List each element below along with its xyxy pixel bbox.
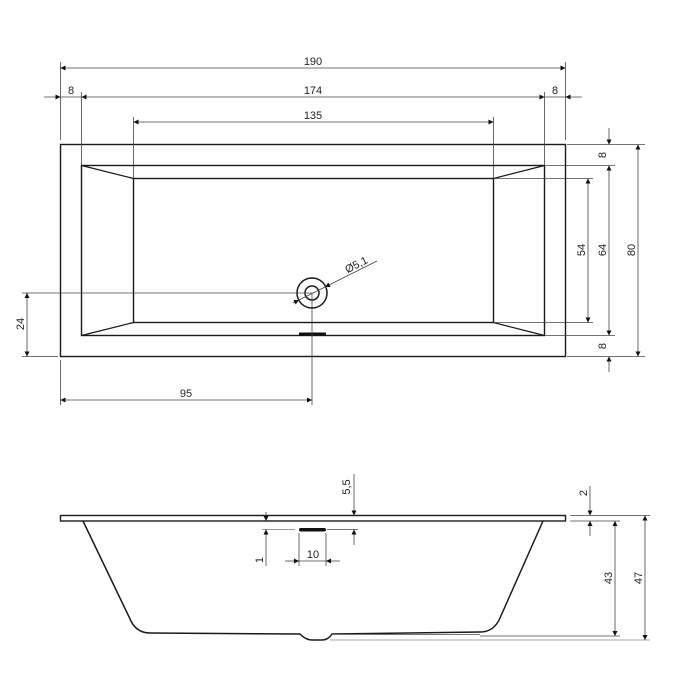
- dim-rim-top: 8: [597, 152, 609, 158]
- floor-outline: [132, 177, 495, 324]
- tub-body-outline: [82, 520, 544, 641]
- dim-inner-length: 174: [304, 85, 322, 97]
- side-view-dimension-labels: 2 5,5 1 10 43 47: [254, 479, 645, 584]
- top-view: [59, 143, 567, 358]
- dim-overflow-height: 5,5: [341, 479, 353, 494]
- dim-inner-depth: 43: [603, 572, 615, 584]
- dim-overflow-offset: 1: [254, 557, 266, 563]
- corner-slopes: [81, 164, 545, 337]
- dim-overall-length: 190: [304, 56, 322, 68]
- side-view: [59, 514, 567, 641]
- dim-drain-offset-y: 24: [15, 318, 27, 330]
- dim-rim-left: 8: [68, 85, 74, 97]
- dim-drain-offset-x: 95: [180, 388, 192, 400]
- overflow-slot: [299, 332, 326, 336]
- dim-overflow-length: 10: [307, 549, 319, 561]
- dim-inner-width: 64: [597, 244, 609, 256]
- dim-rim-bottom: 8: [597, 343, 609, 349]
- side-rim: [59, 514, 567, 522]
- dim-rim-thickness: 2: [578, 490, 590, 496]
- top-view-dimensions: [22, 62, 645, 405]
- dim-overall-width: 80: [626, 244, 638, 256]
- dim-drain-diameter: Ø5,1: [343, 255, 370, 277]
- inner-rim-outline: [80, 164, 546, 337]
- outer-rim-outline: [59, 143, 567, 358]
- top-view-dimension-labels: 190 174 8 8 135 8 54 64 80 8 24 95 Ø5,1: [15, 56, 638, 400]
- overflow-slot-side: [299, 528, 326, 532]
- side-view-dimensions: [262, 474, 650, 641]
- dim-floor-width: 54: [576, 244, 588, 256]
- dim-floor-length: 135: [304, 110, 322, 122]
- dim-rim-right: 8: [552, 85, 558, 97]
- dim-overall-height: 47: [633, 572, 645, 584]
